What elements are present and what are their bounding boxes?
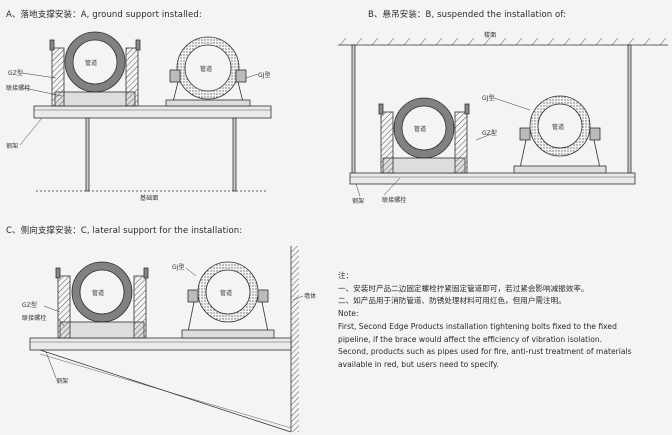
- section-b-title: B、悬吊安装：B, suspended the installation of:: [368, 10, 567, 20]
- notes-line: available in red, but users need to spec…: [338, 359, 499, 369]
- section-b-ceiling-label: 楼面: [484, 32, 497, 39]
- section-a-bolt-label: 联接螺栓: [6, 85, 31, 92]
- section-c-pipe-right-label: 管道: [220, 290, 233, 297]
- section-c-drawing: [29, 246, 304, 433]
- section-a-gj-label: GJ型: [258, 72, 271, 79]
- section-b-gz-label: GZ型: [482, 130, 498, 137]
- section-b-gj-label: GJ型: [482, 95, 495, 102]
- section-a-pipe-right-label: 管道: [200, 66, 213, 73]
- notes-line: Note:: [338, 309, 359, 319]
- section-c-steel-label: 钢架: [56, 378, 69, 385]
- notes-block: 注： 一、安装时产品二边固定螺栓拧紧固定管道即可，若过紧会影响减振效率。 二、如…: [338, 270, 668, 372]
- notes-line: pipeline, if the brace would affect the …: [338, 334, 603, 344]
- section-b-bolt-label: 联接螺栓: [382, 197, 407, 204]
- section-a-drawing: [19, 31, 272, 192]
- section-b-steel-label: 钢架: [352, 198, 365, 205]
- notes-line: First, Second Edge Products installation…: [338, 321, 617, 331]
- section-c-title: C、侧向支撑安装：C, lateral support for the inst…: [6, 226, 243, 236]
- section-b-pipe-left-label: 管道: [414, 126, 427, 133]
- section-a-pipe-left-label: 管道: [85, 60, 98, 67]
- section-a-steel-label: 钢架: [6, 143, 19, 150]
- section-a-floor-label: 基础面: [140, 195, 159, 202]
- section-c-bolt-label: 联接螺栓: [22, 315, 47, 322]
- notes-heading: 注：: [338, 271, 354, 280]
- section-b-drawing: [338, 37, 668, 197]
- section-c-gj-label: GJ型: [172, 264, 185, 271]
- notes-line: Second, products such as pipes used for …: [338, 347, 632, 357]
- section-a-gz-label: GZ型: [8, 70, 24, 77]
- section-b-pipe-right-label: 管道: [552, 124, 565, 131]
- section-c-gz-label: GZ型: [22, 302, 38, 309]
- section-c-wall-label: 墙体: [304, 293, 317, 300]
- notes-line: 一、安装时产品二边固定螺栓拧紧固定管道即可，若过紧会影响减振效率。: [338, 283, 589, 293]
- notes-line: 二、如产品用于消防管道、防锈处理材料可用红色，但用户需注明。: [338, 296, 566, 306]
- section-c-pipe-left-label: 管道: [92, 290, 105, 297]
- section-a-title: A、落地支撑安装：A, ground support installed:: [6, 10, 202, 20]
